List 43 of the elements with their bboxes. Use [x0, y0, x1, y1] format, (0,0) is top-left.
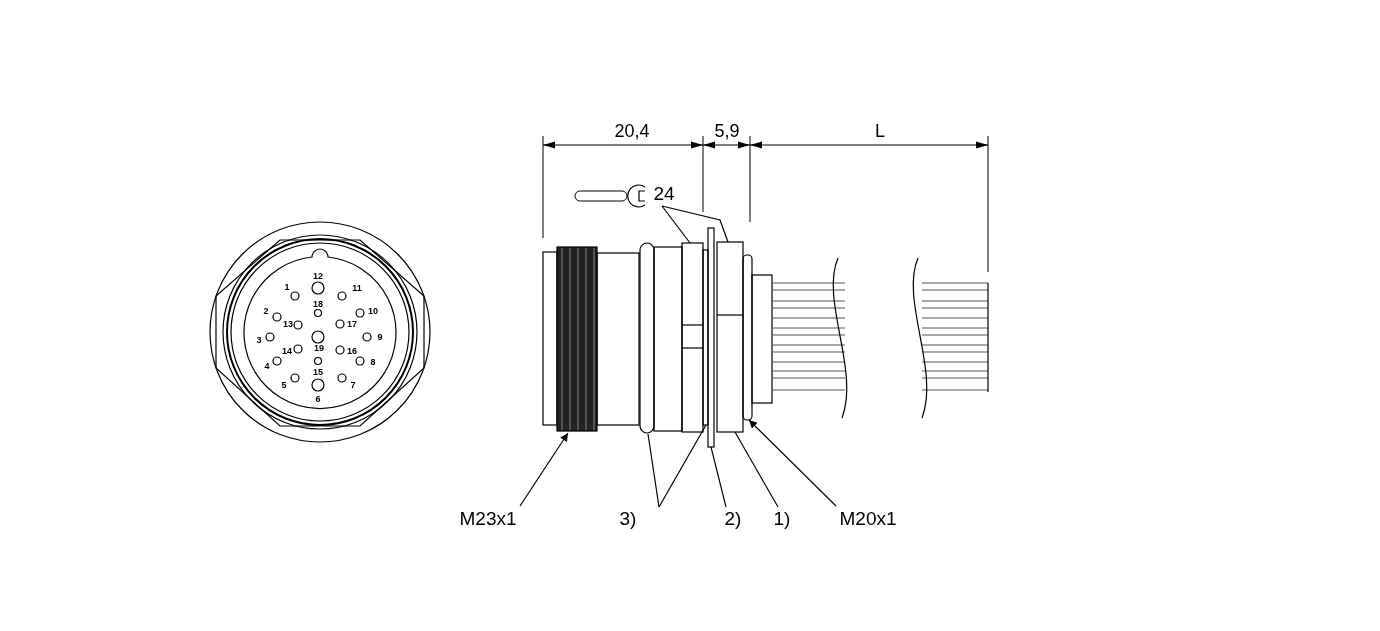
hex-nut	[681, 242, 704, 433]
callout-label: 1)	[773, 508, 791, 528]
leader-line	[661, 205, 729, 243]
pin-number: 3	[256, 335, 262, 345]
seal-ring	[702, 249, 709, 426]
pin-number: 8	[370, 357, 376, 367]
dimension-value: L	[875, 122, 885, 140]
pin-number: 6	[315, 394, 321, 404]
pin-number: 16	[347, 346, 357, 356]
callout-label: 24	[653, 183, 675, 203]
pin-number: 17	[347, 319, 357, 329]
o-ring	[639, 242, 655, 434]
pin-number: 11	[352, 283, 362, 293]
dimension-value: 5,9	[714, 122, 740, 140]
leader-line	[734, 431, 779, 508]
leader-line	[661, 205, 691, 244]
callout-label: M20x1	[839, 508, 897, 528]
leader-line	[647, 433, 660, 508]
pin-number: 9	[377, 332, 383, 342]
dimension-value: 20,4	[614, 122, 650, 140]
leader-line	[658, 424, 707, 508]
callout-label: M23x1	[459, 508, 517, 528]
pin-number: 7	[350, 380, 356, 390]
pin-number: 1	[284, 282, 290, 292]
pin-number: 12	[313, 271, 323, 281]
leader-line	[519, 432, 569, 507]
mounting-panel	[707, 227, 715, 448]
pin-number: 10	[368, 306, 378, 316]
external-thread	[556, 246, 598, 432]
rear-thread	[742, 254, 753, 421]
pin-number: 18	[313, 299, 323, 309]
callout-label: 3)	[619, 508, 637, 528]
pin-number: 14	[282, 346, 292, 356]
pin-number: 15	[313, 367, 323, 377]
leader-line	[710, 446, 727, 508]
lock-nut	[716, 241, 744, 433]
pin-number: 5	[281, 380, 287, 390]
pin-number: 19	[314, 343, 324, 353]
pin-number: 4	[264, 361, 270, 371]
callout-label: 2)	[724, 508, 742, 528]
pin-number: 13	[283, 319, 293, 329]
leader-line	[748, 419, 837, 507]
pin-number: 2	[263, 306, 269, 316]
